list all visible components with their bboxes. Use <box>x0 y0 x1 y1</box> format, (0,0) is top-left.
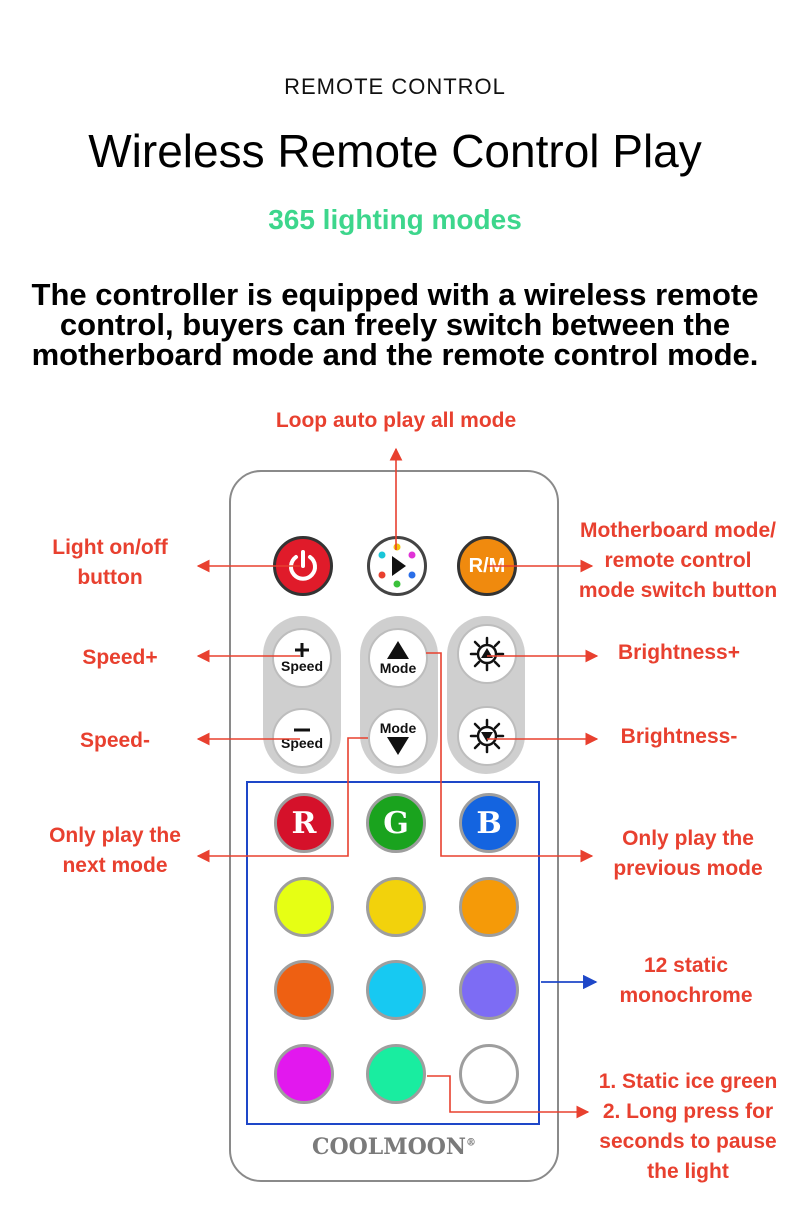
color-button-violet[interactable] <box>459 960 519 1020</box>
callout-brightness-plus: Brightness+ <box>604 638 754 668</box>
description-line: motherboard mode and the remote control … <box>31 337 759 372</box>
callout-text: seconds to pause <box>599 1130 777 1153</box>
speed-plus-button[interactable]: Speed <box>272 628 332 688</box>
callout-text: Motherboard mode/ <box>579 519 776 542</box>
callout-text: 2. Long press for <box>602 1100 774 1123</box>
brightness-down-icon <box>469 718 505 754</box>
red-button[interactable]: R <box>274 793 334 853</box>
callout-previous-mode: Only play the previous mode <box>598 824 778 884</box>
callout-text: remote control <box>604 549 752 572</box>
green-button[interactable]: G <box>366 793 426 853</box>
callout-ice-green: 1. Static ice green 2. Long press for se… <box>586 1067 790 1187</box>
color-button-dark-orange[interactable] <box>274 960 334 1020</box>
callout-text: Only play the <box>49 824 181 847</box>
color-button-cyan[interactable] <box>366 960 426 1020</box>
power-icon <box>289 550 317 581</box>
callout-power: Light on/off button <box>30 533 190 593</box>
loop-play-button[interactable] <box>367 536 427 596</box>
mode-next-button[interactable]: Mode <box>368 708 428 768</box>
callout-speed-plus: Speed+ <box>50 643 190 673</box>
callout-text: monochrome <box>619 984 753 1007</box>
power-button[interactable] <box>273 536 333 596</box>
brand-mark: ® <box>466 1137 477 1149</box>
g-label: G <box>383 805 409 841</box>
triangle-up-icon <box>387 641 409 659</box>
brightness-plus-button[interactable] <box>457 624 517 684</box>
callout-speed-minus: Speed- <box>50 726 180 756</box>
brand-logo: COOLMOON® <box>229 1134 559 1160</box>
brand-name: COOLMOON <box>311 1134 467 1160</box>
color-button-yellow[interactable] <box>366 877 426 937</box>
callout-text: Brightness- <box>620 725 738 748</box>
mode-label: Mode <box>379 720 417 736</box>
brightness-minus-button[interactable] <box>457 706 517 766</box>
speed-minus-button[interactable]: Speed <box>272 708 332 768</box>
callout-rm-switch: Motherboard mode/ remote control mode sw… <box>566 516 790 606</box>
mode-previous-button[interactable]: Mode <box>368 628 428 688</box>
callout-next-mode: Only play the next mode <box>30 821 200 881</box>
color-button-lime[interactable] <box>274 877 334 937</box>
callout-text: Speed+ <box>82 646 158 669</box>
callout-text: 12 static <box>643 954 729 977</box>
triangle-down-icon <box>387 737 409 755</box>
page-title: Wireless Remote Control Play <box>88 125 702 177</box>
color-button-white[interactable] <box>459 1044 519 1104</box>
callout-loop-play: Loop auto play all mode <box>236 406 556 436</box>
callout-text: button <box>77 566 143 589</box>
arrow-icon <box>427 1075 590 1119</box>
color-button-ice-green[interactable] <box>366 1044 426 1104</box>
speed-label: Speed <box>280 658 323 674</box>
callout-text: Brightness+ <box>618 641 740 664</box>
callout-text: Loop auto play all mode <box>275 409 517 432</box>
subtitle: 365 lighting modes <box>268 204 522 235</box>
section-kicker: REMOTE CONTROL <box>284 74 506 99</box>
color-button-orange[interactable] <box>459 877 519 937</box>
blue-button[interactable]: B <box>459 793 519 853</box>
description-line: The controller is equipped with a wirele… <box>31 277 759 312</box>
minus-icon <box>294 728 310 732</box>
r-label: R <box>291 805 317 841</box>
arrow-icon <box>196 737 368 863</box>
b-label: B <box>476 805 502 841</box>
description: The controller is equipped with a wirele… <box>0 277 790 372</box>
play-loop-icon <box>378 543 416 588</box>
arrow-icon <box>426 652 594 863</box>
callout-text: Speed- <box>79 729 150 752</box>
callout-text: previous mode <box>613 857 763 880</box>
rm-label: R/M <box>468 554 506 577</box>
callout-brightness-minus: Brightness- <box>604 722 754 752</box>
callout-text: Only play the <box>622 827 754 850</box>
callout-text: Light on/off <box>52 536 168 559</box>
callout-text: the light <box>647 1160 729 1183</box>
callout-text: 1. Static ice green <box>598 1070 778 1093</box>
callout-text: mode switch button <box>578 579 778 602</box>
color-panel <box>246 781 540 1125</box>
plus-icon <box>295 643 309 657</box>
color-button-magenta[interactable] <box>274 1044 334 1104</box>
mode-label: Mode <box>379 660 417 676</box>
callout-text: next mode <box>62 854 168 877</box>
description-line: control, buyers can freely switch betwee… <box>59 307 731 342</box>
callout-static-mono: 12 static monochrome <box>604 951 768 1011</box>
